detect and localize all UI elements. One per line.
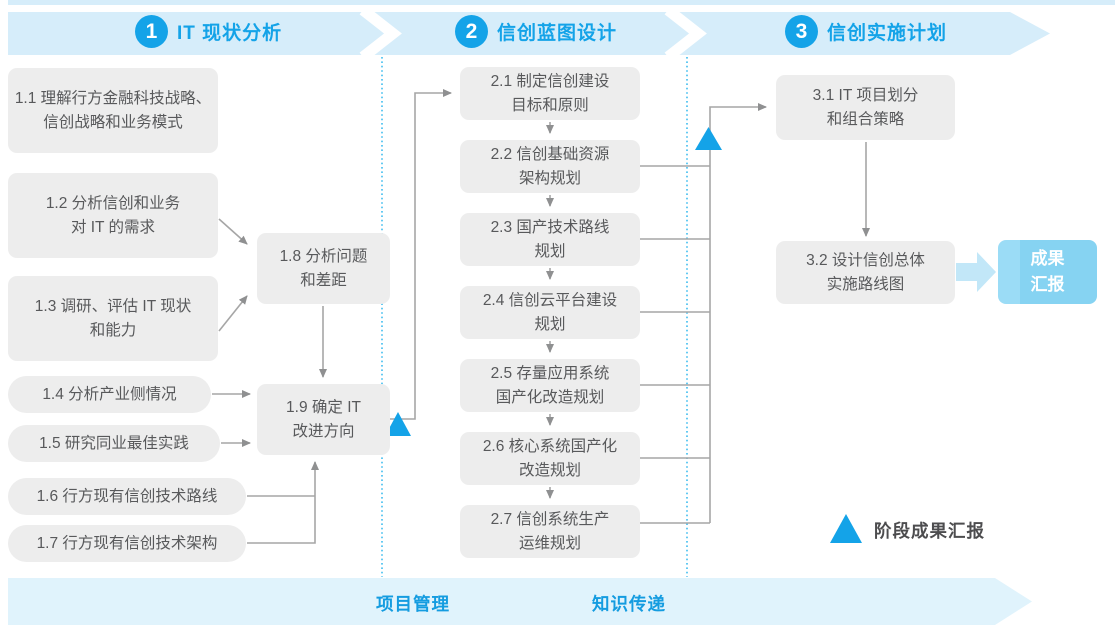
thick-arrow-to-report — [956, 252, 996, 292]
phase-2-title: 信创蓝图设计 — [497, 23, 618, 44]
bottom-band-label-knowledge-transfer: 知识传递 — [592, 594, 666, 614]
legend-triangle-icon — [830, 514, 862, 543]
band-chevron-separator-1 — [359, 5, 402, 62]
phase-2-number-badge: 2 — [455, 15, 488, 48]
connector-1-2-to-1-8 — [218, 218, 248, 245]
box-2-3: 2.3 国产技术路线 规划 — [460, 213, 640, 266]
phase-3-title: 信创实施计划 — [827, 23, 948, 44]
box-1-9: 1.9 确定 IT 改进方向 — [257, 384, 390, 455]
phase-2-header: 2 信创蓝图设计 — [455, 15, 617, 48]
box-2-6: 2.6 核心系统国产化 改造规划 — [460, 432, 640, 485]
connector-1-7-to-1-9 — [247, 461, 319, 544]
box-1-6: 1.6 行方现有信创技术路线 — [8, 478, 246, 515]
box-2-1: 2.1 制定信创建设 目标和原则 — [460, 67, 640, 120]
connector-1-3-to-1-8 — [218, 295, 248, 332]
box-3-1: 3.1 IT 项目划分 和组合策略 — [776, 75, 955, 140]
box-1-8: 1.8 分析问题 和差距 — [257, 233, 390, 304]
bottom-band-label-project-management: 项目管理 — [376, 594, 450, 614]
box-1-1: 1.1 理解行方金融科技战略、 信创战略和业务模式 — [8, 68, 218, 153]
box-1-2: 1.2 分析信创和业务 对 IT 的需求 — [8, 173, 218, 258]
phase-3-number-badge: 3 — [785, 15, 818, 48]
box-1-4: 1.4 分析产业侧情况 — [8, 376, 211, 413]
phase-1-number-badge: 1 — [135, 15, 168, 48]
collector-bus-to-3-1 — [709, 103, 767, 523]
box-2-2: 2.2 信创基础资源 架构规划 — [460, 140, 640, 193]
band-chevron-separator-2 — [664, 5, 707, 62]
milestone-triangle-phase1 — [385, 412, 411, 436]
box-1-5: 1.5 研究同业最佳实践 — [8, 425, 220, 462]
box-2-7: 2.7 信创系统生产 运维规划 — [460, 505, 640, 558]
legend-label: 阶段成果汇报 — [874, 521, 985, 541]
box-2-4: 2.4 信创云平台建设 规划 — [460, 286, 640, 339]
box-3-2: 3.2 设计信创总体 实施路线图 — [776, 241, 955, 304]
report-result-box: 成果 汇报 — [998, 240, 1097, 304]
top-edge-strip — [8, 0, 1115, 5]
box-1-3: 1.3 调研、评估 IT 现状 和能力 — [8, 276, 218, 361]
phase-1-header: 1 IT 现状分析 — [135, 15, 282, 48]
milestone-triangle-phase2 — [695, 127, 722, 150]
connector-1-9-to-2-1 — [390, 89, 452, 420]
box-2-5: 2.5 存量应用系统 国产化改造规划 — [460, 359, 640, 412]
box-1-7: 1.7 行方现有信创技术架构 — [8, 525, 246, 562]
phase-1-title: IT 现状分析 — [177, 23, 283, 44]
bottom-band — [8, 578, 1032, 625]
phase-3-header: 3 信创实施计划 — [785, 15, 947, 48]
